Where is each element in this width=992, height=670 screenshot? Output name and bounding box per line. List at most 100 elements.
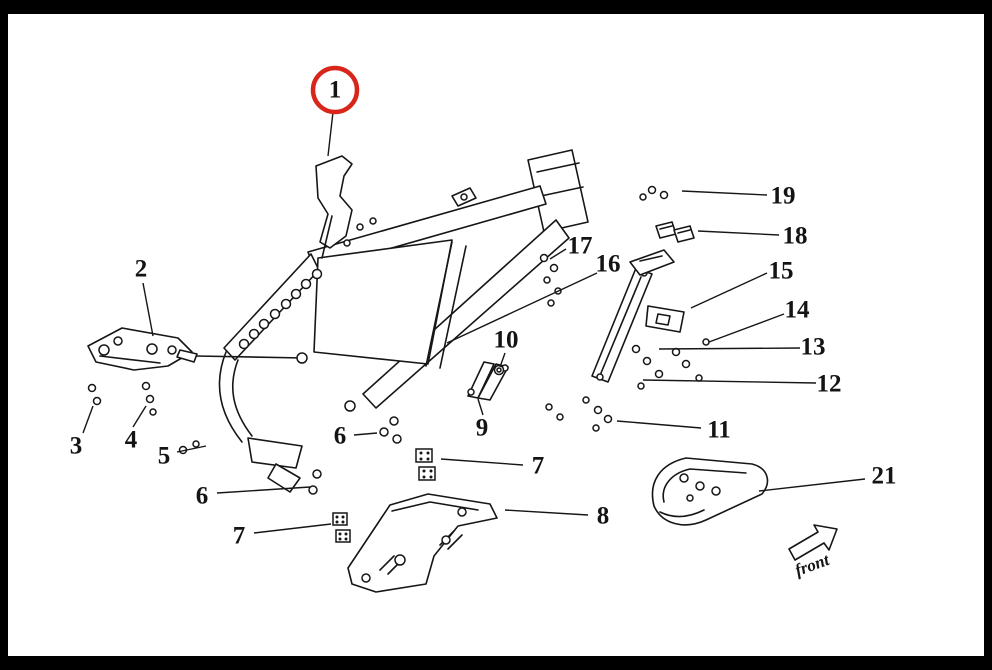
leader-line-8 (504, 509, 589, 516)
frame-grommet (248, 328, 260, 340)
callout-label-7b: 7 (233, 523, 246, 550)
callout-label-14: 14 (785, 297, 811, 324)
bolt-part4 (149, 408, 157, 416)
nut-dot (338, 537, 342, 541)
callout-label-13: 13 (801, 334, 826, 361)
skid-plate-hole (711, 486, 721, 496)
skid-plate-hole (686, 494, 694, 502)
nut-dot (422, 475, 426, 479)
frame-grommet (258, 318, 270, 330)
bracket-part15 (645, 305, 685, 333)
frame-grommet (280, 298, 292, 310)
leader-line-11 (616, 420, 702, 429)
bolt-cluster (695, 374, 703, 382)
footpeg-bracket-hole (98, 344, 110, 356)
leader-line-12 (642, 379, 817, 384)
leader-line-2 (142, 282, 154, 337)
leader-line-9 (477, 398, 484, 416)
leader-line-3 (82, 405, 94, 434)
bolt-part11 (593, 405, 603, 415)
nut-dot (344, 532, 348, 536)
nut-dot (335, 515, 339, 519)
frame-hole (389, 416, 399, 426)
guard-part8 (347, 493, 498, 593)
leader-line-14 (708, 313, 785, 343)
v-bracket-part9 (467, 361, 495, 399)
bolt-cluster (631, 344, 641, 354)
bolt-part19 (639, 193, 647, 201)
callout-label-9: 9 (476, 415, 489, 442)
bolt-cluster (642, 356, 652, 366)
nut-dot (335, 520, 339, 524)
washer-part10-inner (496, 367, 502, 373)
leader-line-4 (132, 405, 147, 428)
nut-dot (429, 469, 433, 473)
leader-line-6a (353, 432, 378, 436)
callout-label-15: 15 (769, 258, 794, 285)
frame-rear-tube (425, 241, 467, 369)
bolt-cluster (654, 369, 664, 379)
frame-top-bracket-hole (460, 193, 468, 201)
callout-label-6b: 6 (196, 483, 209, 510)
bolt-cluster (637, 382, 645, 390)
callout-label-3: 3 (70, 433, 83, 460)
bolt-part5 (192, 440, 200, 448)
frame-hole (296, 352, 308, 364)
frame-left-downtube (218, 351, 253, 443)
bolt-part3 (92, 396, 102, 406)
bracket-part16-hole (596, 373, 604, 381)
guard-part8-hole (441, 535, 451, 545)
clip-part18-inner (659, 225, 691, 234)
leader-line-7b (253, 523, 332, 534)
nut-dot (341, 515, 345, 519)
leader-line-19 (681, 190, 768, 196)
nut-part7 (415, 448, 433, 463)
stay-bolt (356, 223, 364, 231)
bolt-part11 (545, 403, 553, 411)
callout-label-2: 2 (135, 256, 148, 283)
leader-line-6b (216, 486, 311, 494)
highlight-circle (310, 65, 360, 115)
skid-plate-hole (679, 473, 689, 483)
nut-dot (422, 469, 426, 473)
bolt-cluster (681, 359, 691, 369)
nut-part7 (332, 512, 348, 526)
frame-grommet (311, 268, 323, 280)
callout-label-1: 1 (329, 77, 342, 104)
callout-label-4: 4 (125, 427, 138, 454)
washer-part6 (379, 427, 389, 437)
bolt-part11 (603, 414, 613, 424)
skid-plate-part21-inner (662, 468, 747, 503)
front-arrow (788, 524, 838, 561)
nut-dot (344, 537, 348, 541)
leader-line-10 (499, 352, 506, 368)
frame-grommet (290, 288, 302, 300)
washer-part6 (312, 469, 322, 479)
stay-bracket-part1 (315, 155, 353, 249)
skid-plate-hole (695, 481, 705, 491)
callout-label-8: 8 (597, 503, 610, 530)
nut-dot (419, 451, 423, 455)
leader-line-7a (440, 458, 524, 466)
callout-label-16: 16 (596, 251, 621, 278)
guard-part8-hole (361, 573, 371, 583)
frame-mount-line (195, 355, 305, 359)
frame-rear-box-inner (536, 162, 584, 197)
callout-label-7a: 7 (532, 453, 545, 480)
bolt-part17 (539, 253, 549, 263)
callout-label-21: 21 (872, 463, 897, 490)
leader-line-21 (758, 478, 866, 492)
frame-lower-left-tail (267, 463, 301, 493)
nut-dot (338, 532, 342, 536)
callout-label-10: 10 (494, 327, 519, 354)
bracket-part16-clip (629, 249, 675, 276)
v-bracket-hole (467, 388, 475, 396)
callout-label-12: 12 (817, 371, 842, 398)
footpeg-bracket-hole (167, 345, 177, 355)
stay-bolt (343, 239, 351, 247)
leader-line-13 (658, 347, 801, 350)
diagram-canvas (8, 14, 984, 656)
bolt-part17 (549, 263, 559, 273)
